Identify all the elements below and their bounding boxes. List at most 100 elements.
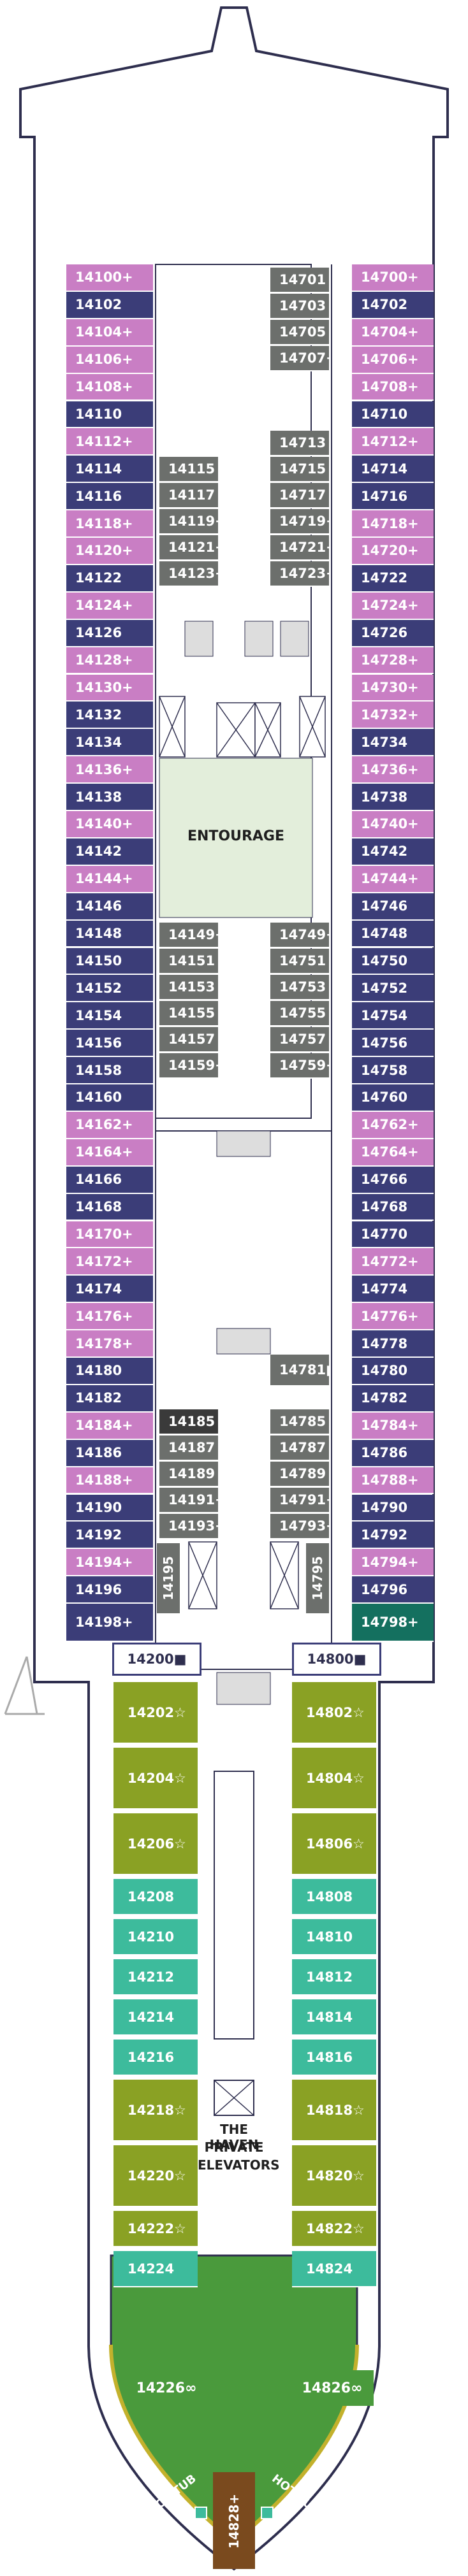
cabin-14123[interactable]: 14123+ — [159, 561, 218, 587]
cabin-14166[interactable]: 14166 — [66, 1166, 153, 1194]
cabin-14132[interactable]: 14132 — [66, 702, 153, 730]
cabin-14158[interactable]: 14158 — [66, 1057, 153, 1084]
cabin-14716[interactable]: 14716 — [352, 483, 434, 511]
cabin-14734[interactable]: 14734 — [352, 729, 434, 757]
cabin-14796[interactable]: 14796 — [352, 1576, 434, 1604]
cabin-14795[interactable]: 14795 — [306, 1543, 329, 1613]
cabin-14781[interactable]: 14781■ — [270, 1355, 329, 1386]
cabin-14812[interactable]: 14812 — [292, 1959, 376, 1996]
cabin-14766[interactable]: 14766 — [352, 1166, 434, 1194]
cabin-14186[interactable]: 14186 — [66, 1439, 153, 1467]
cabin-14136[interactable]: 14136+ — [66, 756, 153, 784]
cabin-14703[interactable]: 14703 — [270, 294, 329, 319]
cabin-14818[interactable]: 14818☆ — [292, 2080, 376, 2141]
cabin-14126[interactable]: 14126 — [66, 619, 153, 647]
cabin-14794[interactable]: 14794+ — [352, 1549, 434, 1577]
cabin-14810[interactable]: 14810 — [292, 1919, 376, 1955]
cabin-14117[interactable]: 14117 — [159, 483, 218, 508]
cabin-14140[interactable]: 14140+ — [66, 811, 153, 838]
cabin-14789[interactable]: 14789 — [270, 1462, 329, 1487]
cabin-14115[interactable]: 14115 — [159, 457, 218, 482]
cabin-14159[interactable]: 14159+ — [159, 1053, 218, 1079]
cabin-14114[interactable]: 14114 — [66, 456, 153, 484]
cabin-14156[interactable]: 14156 — [66, 1030, 153, 1058]
cabin-14776[interactable]: 14776+ — [352, 1303, 434, 1331]
cabin-14753[interactable]: 14753 — [270, 975, 329, 1000]
cabin-14152[interactable]: 14152 — [66, 975, 153, 1003]
cabin-14704[interactable]: 14704+ — [352, 319, 434, 347]
cabin-14780[interactable]: 14780 — [352, 1358, 434, 1385]
cabin-14214[interactable]: 14214 — [113, 1999, 198, 2036]
cabin-14820[interactable]: 14820☆ — [292, 2145, 376, 2207]
cabin-14128[interactable]: 14128+ — [66, 647, 153, 675]
cabin-14758[interactable]: 14758 — [352, 1057, 434, 1084]
cabin-14176[interactable]: 14176+ — [66, 1303, 153, 1331]
cabin-14700[interactable]: 14700+ — [352, 264, 434, 292]
cabin-14720[interactable]: 14720+ — [352, 538, 434, 565]
cabin-14190[interactable]: 14190 — [66, 1494, 153, 1522]
cabin-14722[interactable]: 14722 — [352, 565, 434, 593]
cabin-14196[interactable]: 14196 — [66, 1576, 153, 1604]
cabin-14808[interactable]: 14808 — [292, 1879, 376, 1915]
cabin-14732[interactable]: 14732+ — [352, 702, 434, 730]
cabin-14721[interactable]: 14721+ — [270, 535, 329, 561]
cabin-14798[interactable]: 14798+ — [352, 1604, 434, 1643]
cabin-14174[interactable]: 14174 — [66, 1276, 153, 1304]
cabin-14180[interactable]: 14180 — [66, 1358, 153, 1385]
cabin-14705[interactable]: 14705 — [270, 320, 329, 345]
cabin-14148[interactable]: 14148 — [66, 920, 153, 948]
cabin-14787[interactable]: 14787 — [270, 1436, 329, 1461]
cabin-14791[interactable]: 14791+ — [270, 1488, 329, 1513]
cabin-14788[interactable]: 14788+ — [352, 1467, 434, 1495]
cabin-14793[interactable]: 14793+ — [270, 1514, 329, 1539]
cabin-14112[interactable]: 14112+ — [66, 428, 153, 456]
cabin-14208[interactable]: 14208 — [113, 1879, 198, 1915]
cabin-14100[interactable]: 14100+ — [66, 264, 153, 292]
cabin-14814[interactable]: 14814 — [292, 1999, 376, 2036]
cabin-14816[interactable]: 14816 — [292, 2040, 376, 2076]
cabin-14110[interactable]: 14110 — [66, 401, 153, 429]
cabin-14718[interactable]: 14718+ — [352, 510, 434, 538]
cabin-14216[interactable]: 14216 — [113, 2040, 198, 2076]
cabin-14744[interactable]: 14744+ — [352, 865, 434, 893]
cabin-14154[interactable]: 14154 — [66, 1002, 153, 1030]
cabin-14226[interactable]: 14226∞ — [125, 2370, 208, 2406]
cabin-14192[interactable]: 14192 — [66, 1522, 153, 1550]
cabin-14120[interactable]: 14120+ — [66, 538, 153, 565]
cabin-14740[interactable]: 14740+ — [352, 811, 434, 838]
cabin-14116[interactable]: 14116 — [66, 483, 153, 511]
cabin-14198[interactable]: 14198+ — [66, 1604, 153, 1643]
cabin-14750[interactable]: 14750 — [352, 947, 434, 975]
cabin-14748[interactable]: 14748 — [352, 920, 434, 948]
cabin-14104[interactable]: 14104+ — [66, 319, 153, 347]
cabin-14130[interactable]: 14130+ — [66, 674, 153, 702]
cabin-14224[interactable]: 14224 — [113, 2251, 198, 2287]
cabin-14118[interactable]: 14118+ — [66, 510, 153, 538]
cabin-14719[interactable]: 14719+ — [270, 509, 329, 535]
cabin-14782[interactable]: 14782 — [352, 1385, 434, 1413]
cabin-14168[interactable]: 14168 — [66, 1193, 153, 1221]
cabin-14755[interactable]: 14755 — [270, 1001, 329, 1026]
cabin-14151[interactable]: 14151 — [159, 949, 218, 974]
cabin-14187[interactable]: 14187 — [159, 1436, 218, 1461]
cabin-14172[interactable]: 14172+ — [66, 1248, 153, 1276]
cabin-14764[interactable]: 14764+ — [352, 1139, 434, 1167]
cabin-14768[interactable]: 14768 — [352, 1193, 434, 1221]
cabin-14150[interactable]: 14150 — [66, 947, 153, 975]
cabin-14712[interactable]: 14712+ — [352, 428, 434, 456]
cabin-14792[interactable]: 14792 — [352, 1522, 434, 1550]
cabin-14757[interactable]: 14757 — [270, 1027, 329, 1053]
cabin-14134[interactable]: 14134 — [66, 729, 153, 757]
cabin-14193[interactable]: 14193+ — [159, 1514, 218, 1539]
cabin-14736[interactable]: 14736+ — [352, 756, 434, 784]
cabin-14210[interactable]: 14210 — [113, 1919, 198, 1955]
cabin-14784[interactable]: 14784+ — [352, 1412, 434, 1440]
cabin-14804[interactable]: 14804☆ — [292, 1748, 376, 1810]
cabin-14185[interactable]: 14185 — [159, 1409, 218, 1435]
cabin-14188[interactable]: 14188+ — [66, 1467, 153, 1495]
cabin-14121[interactable]: 14121+ — [159, 535, 218, 561]
cabin-14138[interactable]: 14138 — [66, 784, 153, 811]
cabin-14178[interactable]: 14178+ — [66, 1330, 153, 1358]
cabin-14155[interactable]: 14155 — [159, 1001, 218, 1026]
cabin-14182[interactable]: 14182 — [66, 1385, 153, 1413]
